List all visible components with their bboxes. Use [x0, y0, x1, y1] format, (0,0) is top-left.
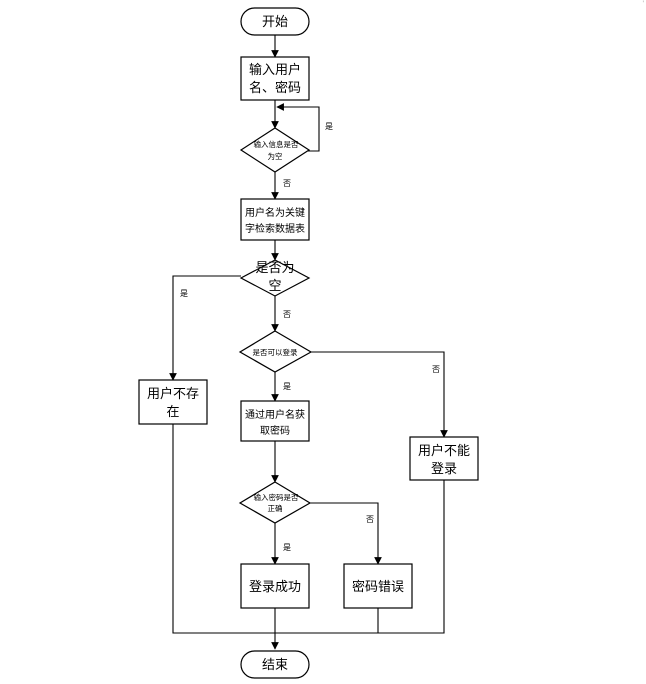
- search-process: 用户名为关键 字检索数据表: [240, 198, 310, 241]
- input-label-line1: 输入用户: [249, 62, 301, 78]
- can-login-decision: 是否可以登录: [238, 330, 313, 373]
- get-password-line2: 取密码: [260, 424, 290, 437]
- pwd-error-process: 密码错误: [343, 563, 413, 609]
- get-password-process: 通过用户名获 取密码: [240, 400, 310, 442]
- label-canlogin-yes: 是: [283, 382, 291, 391]
- edge-pwdcorrect-error-no: [310, 502, 382, 565]
- end-label: 结束: [262, 658, 288, 673]
- edge-canlogin-cannot-no: [310, 351, 448, 438]
- get-password-line1: 通过用户名获: [245, 408, 305, 421]
- can-login-label: 是否可以登录: [253, 347, 298, 357]
- cannot-login-line2: 登录: [431, 462, 457, 477]
- label-isempty-yes: 是: [180, 289, 188, 298]
- user-missing-process: 用户不存 在: [138, 379, 208, 425]
- user-missing-line1: 用户不存: [147, 386, 199, 402]
- edge-labels: 是 否 是 否 是 否 否 是: [180, 122, 440, 552]
- pwd-correct-line1: 输入密码是否: [254, 492, 299, 502]
- success-label: 登录成功: [249, 580, 301, 595]
- cannot-login-process: 用户不能 登录: [409, 436, 479, 481]
- label-check-no: 否: [283, 179, 291, 188]
- corner-mark: ': [642, 0, 644, 7]
- start-label: 开始: [262, 15, 288, 30]
- check-empty-decision: 输入信息是否 为空: [239, 127, 311, 173]
- check-empty-line1: 输入信息是否: [254, 139, 299, 149]
- edges: [169, 35, 448, 650]
- check-empty-line2: 为空: [268, 151, 283, 161]
- pwd-error-label: 密码错误: [352, 579, 404, 595]
- edge-merge-line: [172, 424, 445, 634]
- pwd-correct-line2: 正确: [268, 503, 283, 513]
- end-terminal: 结束: [240, 650, 310, 679]
- pwd-correct-decision: 输入密码是否 正确: [238, 481, 312, 524]
- search-label-line1: 用户名为关键: [245, 206, 305, 219]
- start-terminal: 开始: [240, 7, 310, 36]
- edge-isempty-missing-yes: [169, 275, 241, 381]
- success-process: 登录成功: [240, 563, 310, 609]
- input-process: 输入用户 名、密码: [240, 56, 310, 101]
- user-missing-line2: 在: [166, 405, 179, 420]
- is-empty-line1: 是否为: [255, 261, 294, 276]
- edge-check-loop-yes: [276, 103, 320, 152]
- is-empty-decision: 是否为 空: [239, 259, 311, 297]
- label-pwd-yes: 是: [283, 543, 291, 552]
- input-label-line2: 名、密码: [249, 80, 301, 96]
- label-check-yes: 是: [325, 122, 333, 131]
- label-isempty-no: 否: [283, 310, 291, 319]
- label-canlogin-no: 否: [432, 365, 440, 374]
- is-empty-line2: 空: [268, 279, 281, 294]
- cannot-login-line1: 用户不能: [418, 443, 470, 459]
- search-label-line2: 字检索数据表: [245, 222, 305, 235]
- label-pwd-no: 否: [366, 515, 374, 524]
